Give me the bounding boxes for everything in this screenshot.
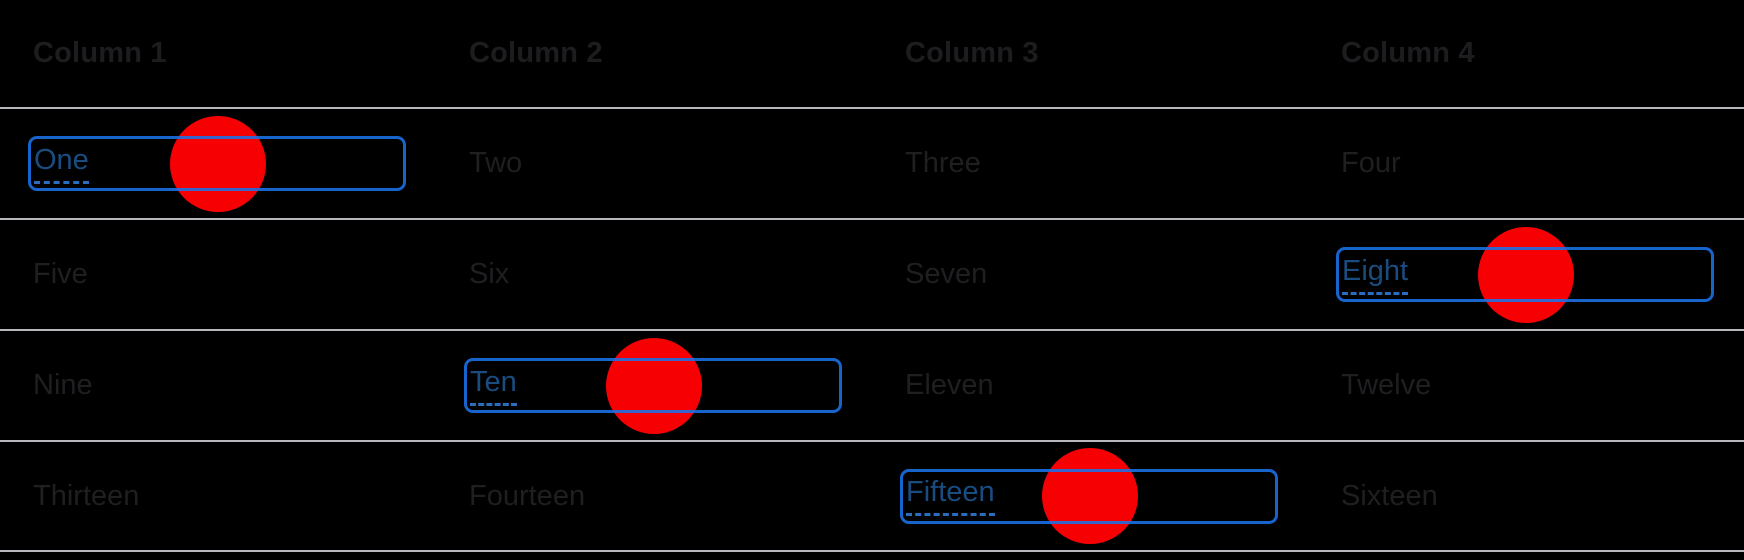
table-cell: Fifteen [872, 442, 1308, 550]
table-cell: Nine [0, 331, 436, 440]
table-cell: Four [1308, 109, 1744, 218]
table-cell: Five [0, 220, 436, 329]
cell-link-fifteen[interactable]: Fifteen [906, 476, 995, 516]
table-bottom-border [0, 550, 1744, 552]
click-indicator-icon [1042, 448, 1138, 544]
cell-text: Sixteen [1341, 479, 1438, 512]
table-cell: Sixteen [1308, 442, 1744, 550]
table-cell: Seven [872, 220, 1308, 329]
cell-text: Twelve [1341, 369, 1432, 401]
cell-text: Thirteen [33, 479, 140, 512]
cell-text: Seven [905, 258, 988, 290]
table-cell: Six [436, 220, 872, 329]
table-row: Thirteen Fourteen Fifteen Sixteen [0, 440, 1744, 550]
table-cell: Two [436, 109, 872, 218]
table-cell: Ten [436, 331, 872, 440]
click-indicator-icon [170, 115, 266, 212]
table-cell: Thirteen [0, 442, 436, 550]
table-row: Five Six Seven Eight [0, 218, 1744, 329]
table-cell: One [0, 109, 436, 218]
focused-link-cell[interactable]: One [28, 115, 406, 212]
cell-text: Eleven [905, 369, 994, 401]
cell-text: Six [469, 258, 510, 290]
click-indicator-icon [1478, 226, 1574, 323]
table-cell: Fourteen [436, 442, 872, 550]
table-row: One Two Three Four [0, 107, 1744, 218]
cell-text: Five [33, 258, 88, 290]
cell-text: Fourteen [469, 479, 586, 512]
table-header-row: Column 1 Column 2 Column 3 Column 4 [0, 0, 1744, 107]
column-header-4: Column 4 [1341, 37, 1475, 69]
cell-link-one[interactable]: One [34, 144, 89, 184]
column-header-1: Column 1 [33, 37, 167, 69]
click-indicator-icon [606, 337, 702, 434]
cell-text: Four [1341, 147, 1401, 179]
cell-text: Nine [33, 369, 93, 401]
cell-text: Three [905, 147, 981, 179]
focused-link-cell[interactable]: Fifteen [900, 448, 1278, 544]
table-cell: Twelve [1308, 331, 1744, 440]
column-header-3: Column 3 [905, 37, 1039, 69]
cell-link-ten[interactable]: Ten [470, 366, 517, 406]
table-cell: Three [872, 109, 1308, 218]
table-row: Nine Ten Eleven Twelve [0, 329, 1744, 440]
cell-link-eight[interactable]: Eight [1342, 255, 1409, 295]
cell-text: Two [469, 147, 523, 179]
column-header-2: Column 2 [469, 37, 603, 69]
focused-link-cell[interactable]: Ten [464, 337, 842, 434]
table-cell: Eleven [872, 331, 1308, 440]
table-cell: Eight [1308, 220, 1744, 329]
focused-link-cell[interactable]: Eight [1336, 226, 1714, 323]
